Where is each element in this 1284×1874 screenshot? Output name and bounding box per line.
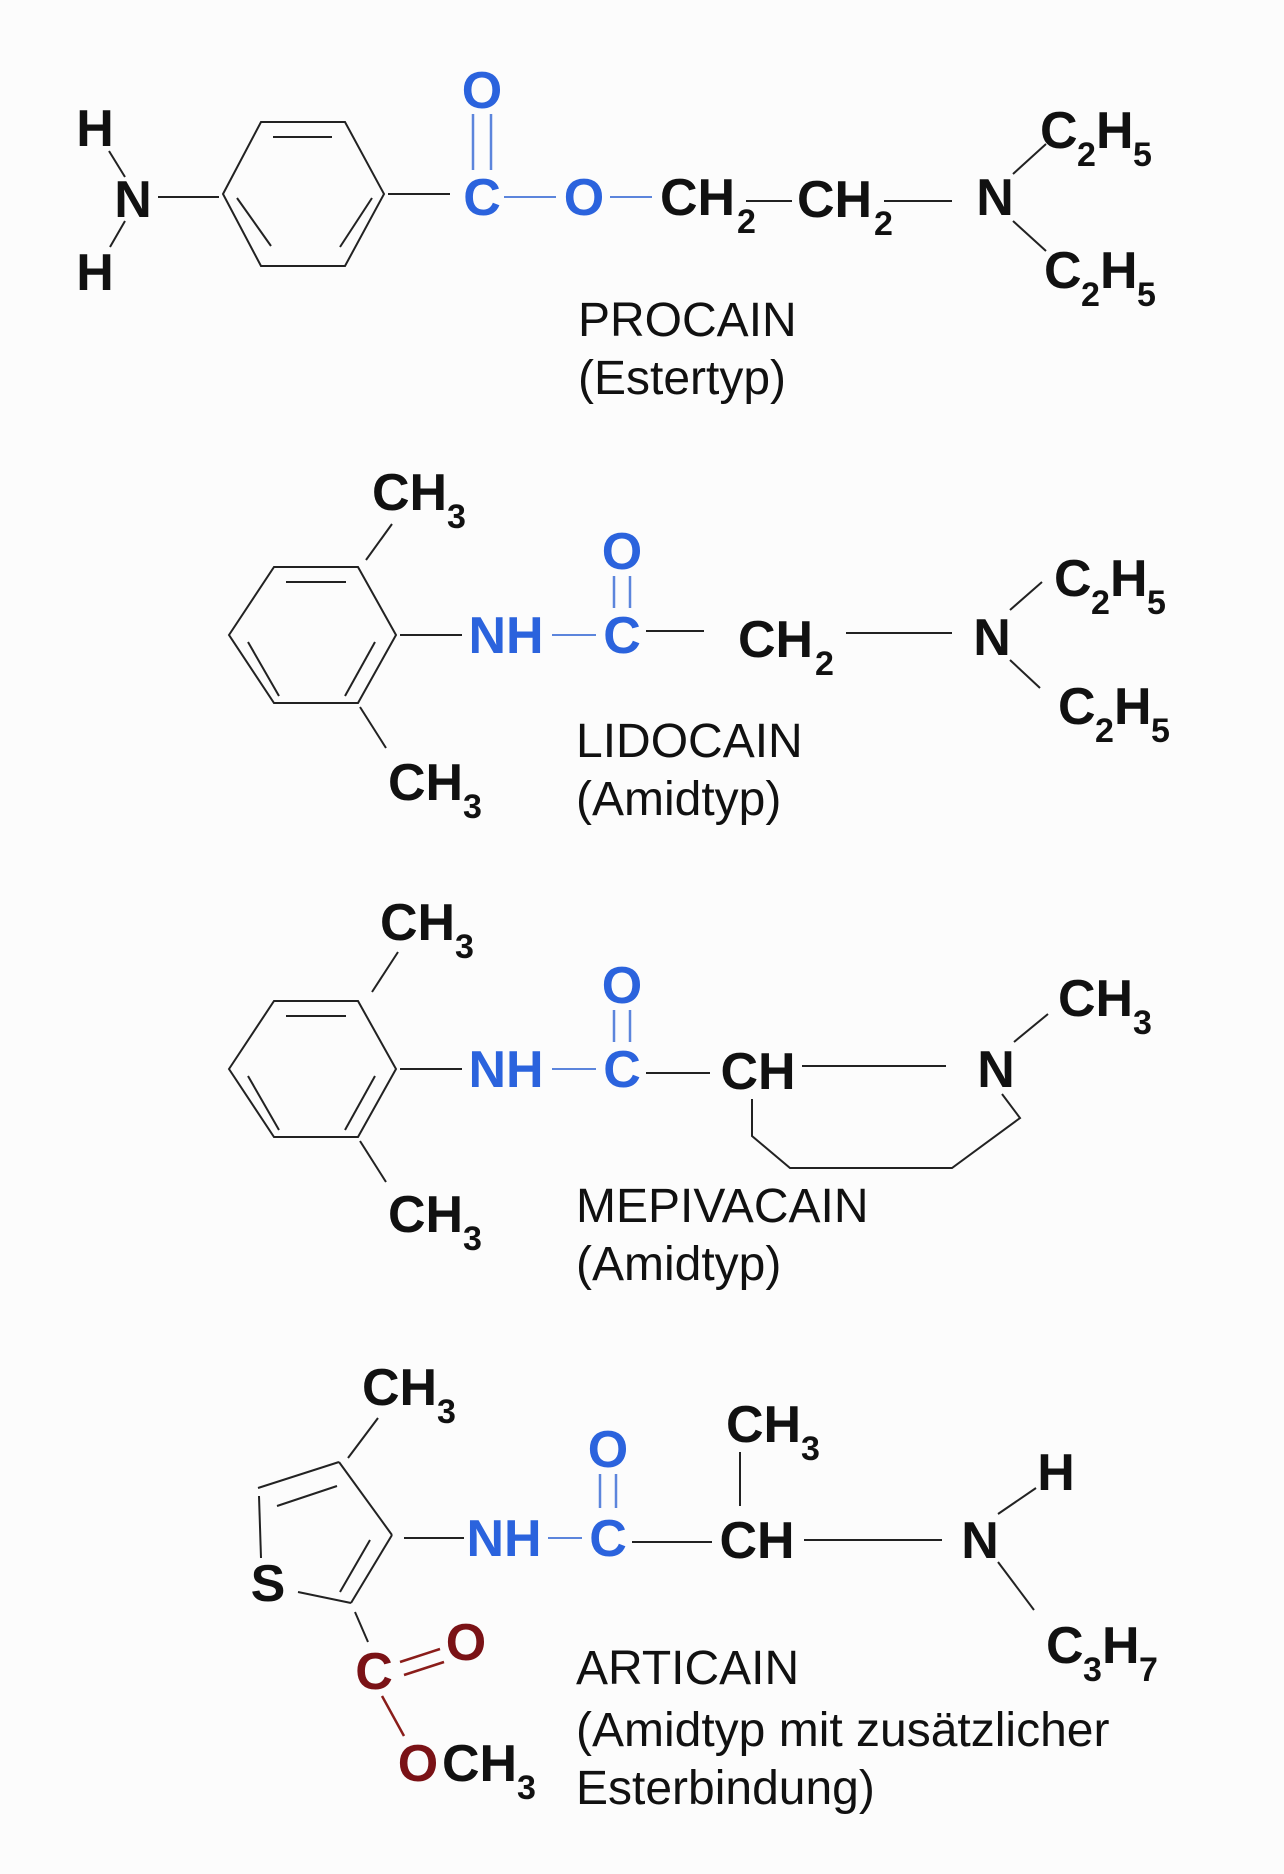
lidocain-ethyl-top-h: H: [1110, 550, 1148, 608]
piperidine-ring: [751, 1093, 1022, 1169]
lidocain-methyl-top: CH: [372, 464, 447, 522]
procain-ch2-first-sub: 2: [737, 203, 756, 241]
mepivacain-atoms: CH 3 NH O C CH N CH 3 CH 3: [380, 894, 1152, 1258]
lidocain-ch2-sub: 2: [815, 645, 834, 683]
articain-propyl-c-sub: 3: [1083, 1651, 1102, 1689]
mepivacain-bonds: [227, 951, 1049, 1183]
articain-ester-methyl: CH: [442, 1735, 517, 1793]
procain-amino-n: N: [976, 169, 1014, 227]
lidocain-ethyl-top-c: C: [1054, 550, 1092, 608]
articain-title: ARTICAIN: [576, 1642, 799, 1695]
articain-ester-c: C: [355, 1643, 393, 1701]
lidocain-atoms: CH 3 NH O C CH 2 N C 2 H 5 C 2 H 5 CH 3: [372, 464, 1170, 826]
lidocain-methyl-bottom: CH: [388, 754, 463, 812]
articain-sulfur: S: [251, 1555, 286, 1613]
procain-ethyl-bottom-c: C: [1044, 242, 1082, 300]
articain-propyl-c: C: [1046, 1617, 1084, 1675]
mepivacain-n-methyl: CH: [1058, 970, 1133, 1028]
mepivacain-carbonyl-o: O: [602, 957, 642, 1015]
procain-bonds: [108, 114, 1047, 267]
procain-ethyl-top-c: C: [1040, 102, 1078, 160]
lidocain-ethyl-top-h-sub: 5: [1147, 584, 1166, 622]
articain-bonds: [257, 1417, 1037, 1737]
lidocain-carbonyl-c: C: [603, 607, 641, 665]
mepivacain-methyl-bottom-sub: 3: [463, 1220, 482, 1258]
benzene-ring: [221, 121, 386, 267]
procain-ethyl-top-c-sub: 2: [1077, 136, 1096, 174]
articain-ester-methyl-sub: 3: [517, 1769, 536, 1807]
procain-ch2-second: CH: [797, 171, 872, 229]
procain-atoms: H N H O C O CH 2 CH 2 N C 2 H 5 C 2 H 5: [76, 62, 1156, 314]
procain-subtitle: (Estertyp): [578, 352, 786, 405]
articain-ch-methyl-sub: 3: [801, 1430, 820, 1468]
procain-ethyl-bottom-h-sub: 5: [1137, 276, 1156, 314]
lidocain-ethyl-bottom-h: H: [1114, 678, 1152, 736]
mepivacain-amide-nh: NH: [468, 1041, 543, 1099]
lidocain-ethyl-bottom-c: C: [1058, 678, 1096, 736]
thiophene-ring: [257, 1461, 393, 1604]
procain-ethyl-top-h-sub: 5: [1133, 136, 1152, 174]
mepivacain-carbonyl-c: C: [603, 1041, 641, 1099]
benzene-ring: [227, 1000, 398, 1138]
articain-amino-h: H: [1037, 1444, 1075, 1502]
articain-amino-n: N: [961, 1512, 999, 1570]
articain-propyl-h: H: [1102, 1617, 1140, 1675]
articain-ester-o-single: O: [398, 1735, 438, 1793]
lidocain-subtitle: (Amidtyp): [576, 773, 781, 826]
procain-ethyl-top-h: H: [1096, 102, 1134, 160]
procain-amine-n: N: [114, 171, 152, 229]
mepivacain-structure: CH 3 NH O C CH N CH 3 CH 3 MEPIVACAIN (A…: [227, 894, 1152, 1291]
lidocain-methyl-bottom-sub: 3: [463, 788, 482, 826]
mepivacain-methyl-top-sub: 3: [455, 928, 474, 966]
procain-carbonyl-o: O: [462, 62, 502, 120]
articain-ch: CH: [719, 1512, 794, 1570]
lidocain-methyl-top-sub: 3: [447, 498, 466, 536]
procain-ch2-first: CH: [660, 169, 735, 227]
procain-ethyl-bottom-c-sub: 2: [1081, 276, 1100, 314]
lidocain-carbonyl-o: O: [602, 523, 642, 581]
articain-ring-methyl-sub: 3: [437, 1393, 456, 1431]
articain-ring-methyl: CH: [362, 1359, 437, 1417]
articain-ch-methyl: CH: [726, 1396, 801, 1454]
mepivacain-ring-n: N: [977, 1041, 1015, 1099]
lidocain-ethyl-bottom-c-sub: 2: [1095, 712, 1114, 750]
benzene-ring: [227, 566, 398, 704]
procain-amine-h-top: H: [76, 100, 114, 158]
mepivacain-n-methyl-sub: 3: [1133, 1004, 1152, 1042]
lidocain-ch2: CH: [738, 611, 813, 669]
procain-amine-h-bottom: H: [76, 244, 114, 302]
articain-carbonyl-c: C: [589, 1510, 627, 1568]
lidocain-structure: CH 3 NH O C CH 2 N C 2 H 5 C 2 H 5 CH 3 …: [227, 464, 1170, 826]
articain-carbonyl-o: O: [588, 1421, 628, 1479]
articain-subtitle: (Amidtyp mit zusätzlicher: [576, 1704, 1109, 1757]
articain-propyl-h-sub: 7: [1139, 1651, 1158, 1689]
lidocain-bonds: [227, 523, 1043, 749]
mepivacain-methyl-top: CH: [380, 894, 455, 952]
procain-ch2-second-sub: 2: [874, 205, 893, 243]
mepivacain-subtitle: (Amidtyp): [576, 1238, 781, 1291]
lidocain-ethyl-top-c-sub: 2: [1091, 584, 1110, 622]
articain-atoms: CH 3 S NH O C CH 3 CH N H C 3 H 7 C O O …: [251, 1359, 1158, 1807]
procain-title: PROCAIN: [578, 294, 797, 347]
mepivacain-title: MEPIVACAIN: [576, 1180, 869, 1233]
articain-subtitle-line2: Esterbindung): [576, 1762, 875, 1815]
articain-structure: CH 3 S NH O C CH 3 CH N H C 3 H 7 C O O …: [251, 1359, 1158, 1815]
procain-structure: H N H O C O CH 2 CH 2 N C 2 H 5 C 2 H 5 …: [76, 62, 1156, 405]
mepivacain-methyl-bottom: CH: [388, 1186, 463, 1244]
procain-ester-o: O: [564, 169, 604, 227]
mepivacain-ch: CH: [720, 1043, 795, 1101]
lidocain-title: LIDOCAIN: [576, 715, 803, 768]
lidocain-ethyl-bottom-h-sub: 5: [1151, 712, 1170, 750]
articain-ester-o-double: O: [446, 1614, 486, 1672]
lidocain-amide-nh: NH: [468, 607, 543, 665]
lidocain-amino-n: N: [973, 609, 1011, 667]
articain-amide-nh: NH: [466, 1510, 541, 1568]
procain-carbonyl-c: C: [463, 169, 501, 227]
procain-ethyl-bottom-h: H: [1100, 242, 1138, 300]
